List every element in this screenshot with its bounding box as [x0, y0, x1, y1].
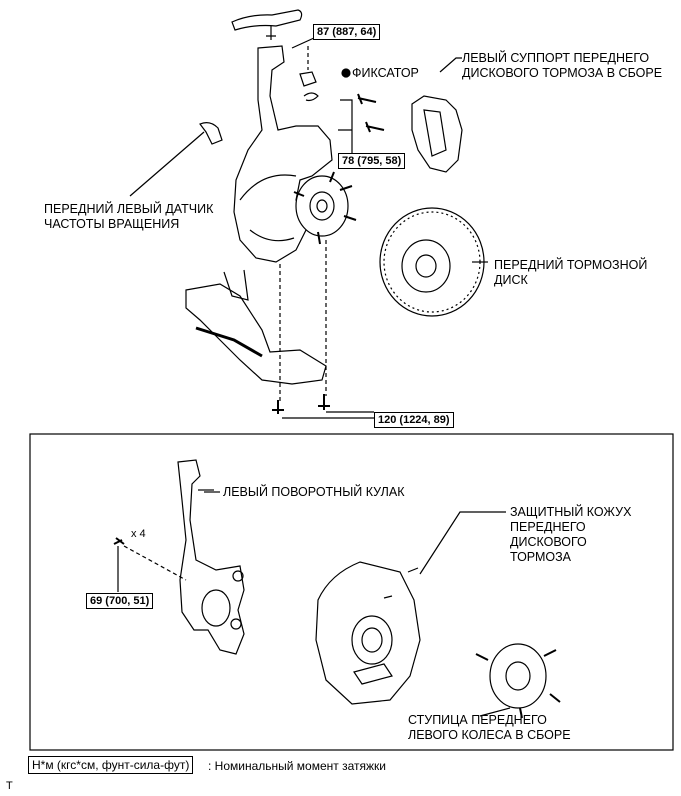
- label-retainer: ФИКСАТОР: [352, 66, 419, 80]
- nut-top: [299, 71, 317, 87]
- label-brake-disc: ПЕРЕДНИЙ ТОРМОЗНОЙ ДИСК: [494, 258, 648, 287]
- hub-lower: [489, 643, 547, 709]
- torque-120: 120 (1224, 89): [374, 412, 454, 428]
- knuckle-top: [233, 45, 333, 263]
- retainer-pin: [303, 92, 319, 102]
- label-steering-knuckle: ЛЕВЫЙ ПОВОРОТНЫЙ КУЛАК: [223, 485, 405, 499]
- brake-caliper: [411, 95, 463, 173]
- retainer-dot: [341, 68, 351, 78]
- torque-78: 78 (795, 58): [338, 153, 406, 169]
- lower-arm: [185, 283, 327, 385]
- dust-cover: [315, 561, 421, 705]
- legend-unit-box: Н*м (кгс*см, фунт-сила-фут): [28, 756, 194, 774]
- qty-label: x 4: [131, 528, 146, 540]
- legend-description: : Номинальный момент затяжки: [208, 759, 386, 773]
- label-dust-cover: ЗАЩИТНЫЙ КОЖУХ ПЕРЕДНЕГО ДИСКОВОГО ТОРМО…: [510, 505, 632, 564]
- torque-87: 87 (887, 64): [313, 24, 381, 40]
- torque-69: 69 (700, 51): [86, 593, 154, 609]
- corner-mark: T: [6, 780, 13, 792]
- upper-arm: [231, 9, 303, 31]
- label-hub: СТУПИЦА ПЕРЕДНЕГО ЛЕВОГО КОЛЕСА В СБОРЕ: [408, 713, 571, 742]
- brake-disc: [379, 207, 485, 317]
- label-caliper: ЛЕВЫЙ СУППОРТ ПЕРЕДНЕГО ДИСКОВОГО ТОРМОЗ…: [462, 51, 663, 80]
- hub-top: [295, 175, 349, 237]
- speed-sensor: [199, 122, 223, 145]
- label-speed-sensor: ПЕРЕДНИЙ ЛЕВЫЙ ДАТЧИК ЧАСТОТЫ ВРАЩЕНИЯ: [44, 202, 214, 231]
